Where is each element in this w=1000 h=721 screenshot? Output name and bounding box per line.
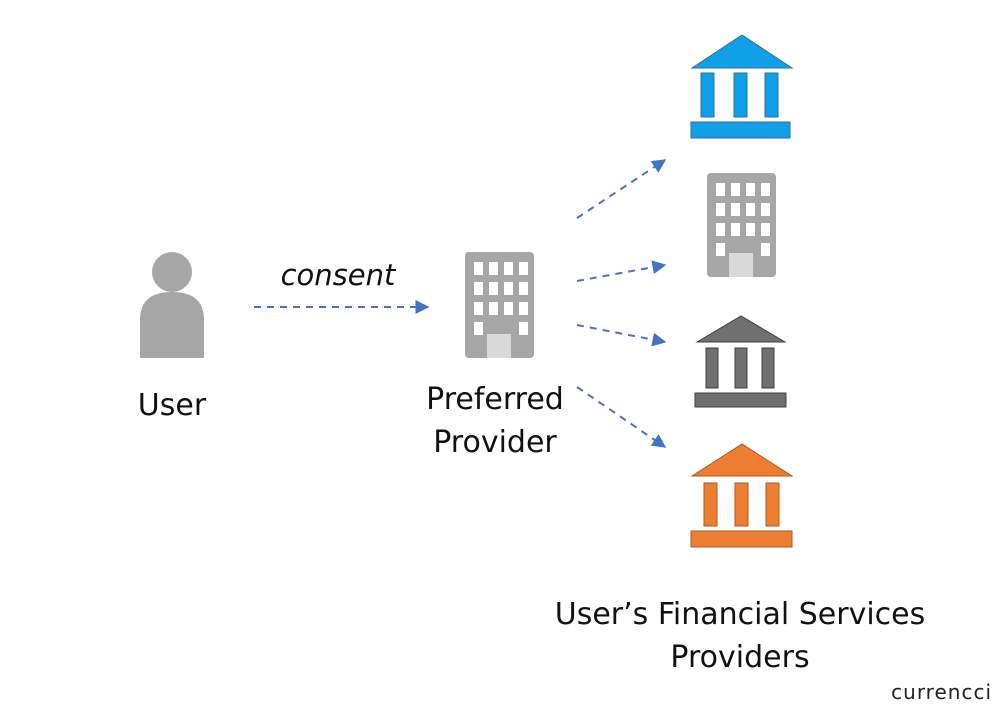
bank-blue-icon xyxy=(690,34,794,139)
preferred-provider-building-icon xyxy=(465,252,534,358)
provider-office-building-icon xyxy=(707,173,776,277)
preferred-provider-label-line2: Provider xyxy=(433,425,557,460)
arrow-to-office-gray xyxy=(576,260,667,282)
arrow-to-bank-dark-gray xyxy=(576,324,667,347)
user-person-icon xyxy=(140,252,204,358)
user-label: User xyxy=(137,388,207,423)
consent-label: consent xyxy=(280,258,396,292)
bank-dark-gray-icon xyxy=(694,315,787,408)
financial-services-providers-label-line2: Providers xyxy=(670,640,810,675)
bank-orange-icon xyxy=(690,443,794,548)
financial-services-providers-label-line1: User’s Financial Services xyxy=(554,597,926,632)
arrow-to-bank-orange xyxy=(576,386,667,448)
preferred-provider-label: Preferred Provider xyxy=(395,378,595,464)
preferred-provider-label-line1: Preferred xyxy=(426,382,564,417)
arrow-to-bank-blue xyxy=(576,159,667,219)
brand-watermark: currencci xyxy=(891,680,992,704)
financial-services-providers-label: User’s Financial Services Providers xyxy=(520,593,960,679)
